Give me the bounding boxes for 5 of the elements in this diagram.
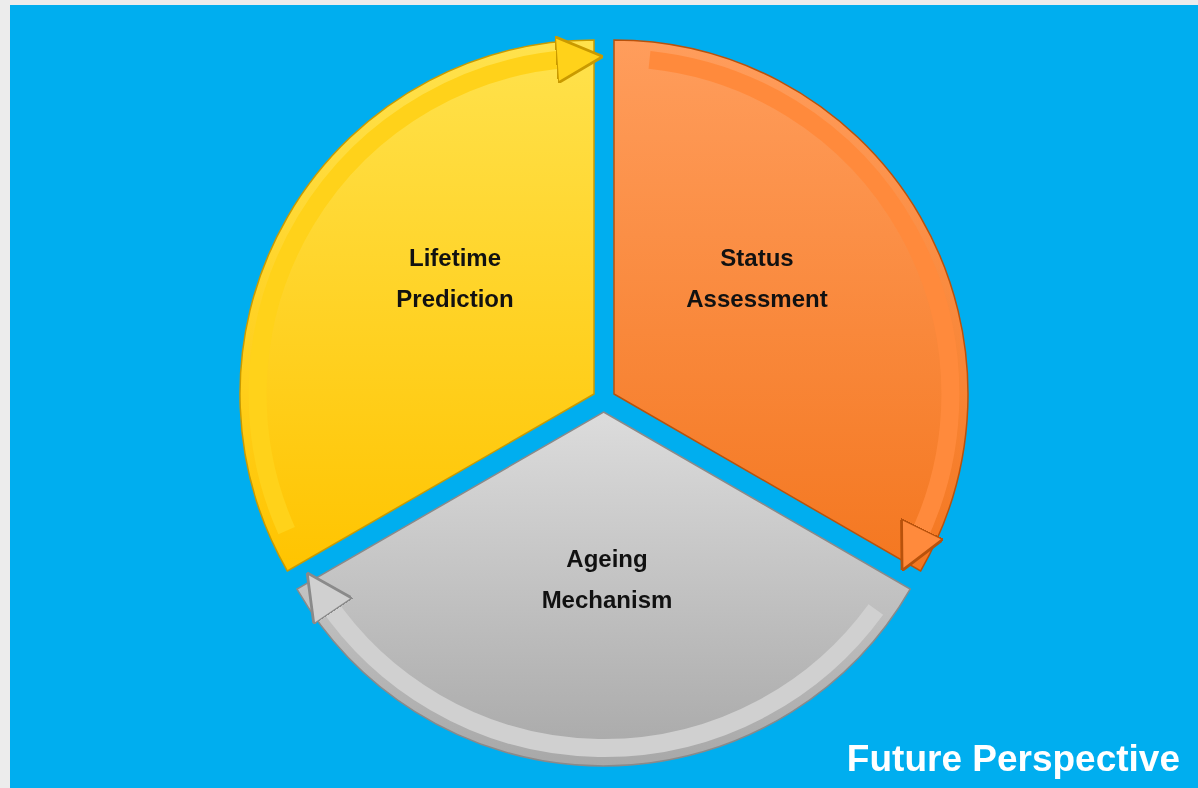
sector-label: Ageing Mechanism (540, 544, 674, 615)
sector-label: Lifetime Prediction (395, 243, 515, 314)
sector-label: Status Assessment (685, 243, 829, 314)
curved-arrow (304, 572, 883, 757)
title: Future Perspective (846, 738, 1180, 780)
